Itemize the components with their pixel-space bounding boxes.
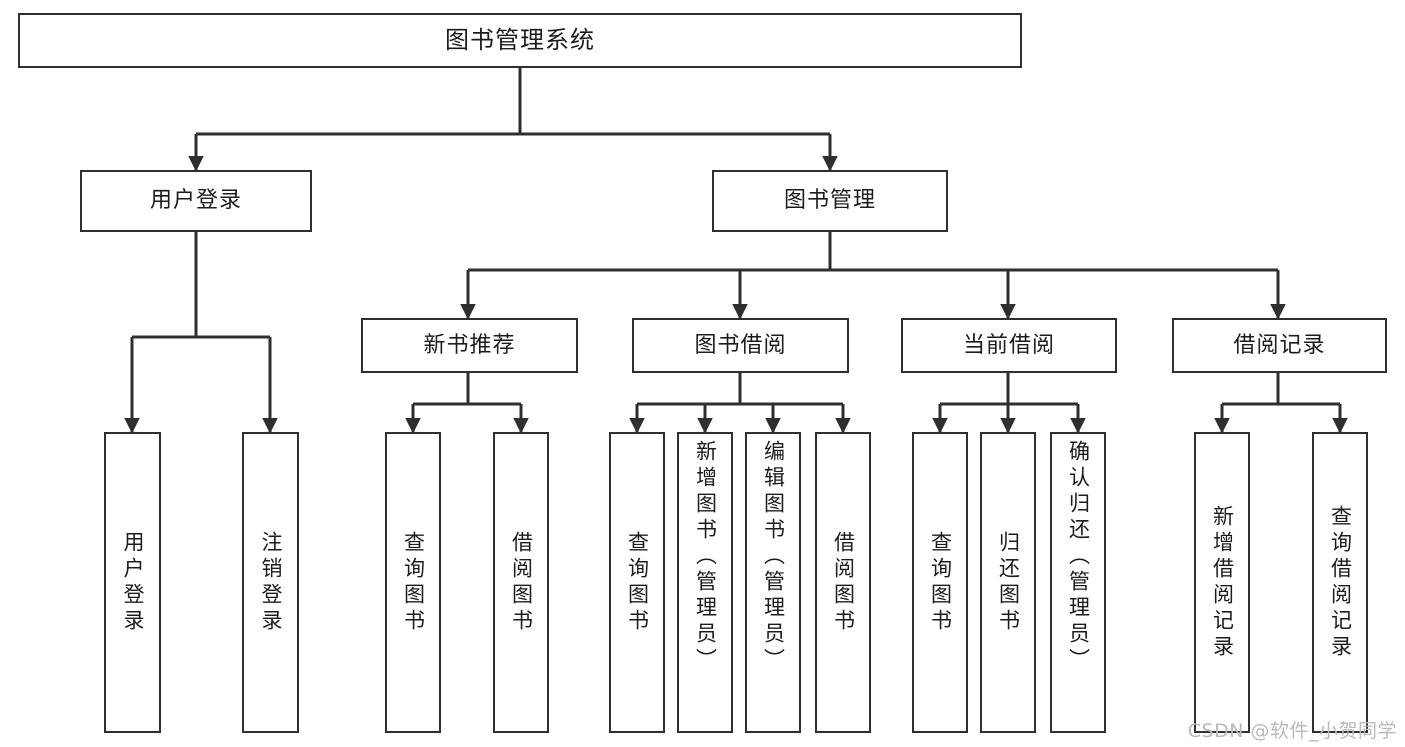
node-leaf-borrow-lend-label: 借阅图书 <box>831 530 856 635</box>
node-leaf-borrow-edit[interactable]: 编辑图书（管理员） <box>745 432 801 733</box>
watermark: CSDN @软件_小贺同学 <box>1187 720 1397 742</box>
node-leaf-borrow-add-label: 新增图书（管理员） <box>693 440 718 674</box>
node-root[interactable]: 图书管理系统 <box>18 13 1022 68</box>
node-leaf-record-query[interactable]: 查询借阅记录 <box>1312 432 1368 733</box>
node-leaf-borrow-edit-label: 编辑图书（管理员） <box>761 440 786 674</box>
node-leaf-rec-borrow-label: 借阅图书 <box>509 530 534 635</box>
node-leaf-borrow-lend[interactable]: 借阅图书 <box>815 432 871 733</box>
node-leaf-record-query-label: 查询借阅记录 <box>1328 504 1353 661</box>
node-new-book-rec-label: 新书推荐 <box>423 332 516 358</box>
node-borrow-record-label: 借阅记录 <box>1233 332 1326 358</box>
node-book-manage[interactable]: 图书管理 <box>712 170 948 232</box>
node-user-login-label: 用户登录 <box>149 188 242 214</box>
node-leaf-current-query-label: 查询图书 <box>928 530 953 635</box>
node-leaf-rec-query-label: 查询图书 <box>401 530 426 635</box>
node-leaf-current-return[interactable]: 归还图书 <box>980 432 1036 733</box>
node-leaf-current-confirm-label: 确认归还（管理员） <box>1066 440 1091 674</box>
node-leaf-record-add-label: 新增借阅记录 <box>1210 504 1235 661</box>
node-leaf-user-login-label: 用户登录 <box>121 530 145 635</box>
node-leaf-current-confirm[interactable]: 确认归还（管理员） <box>1050 432 1106 733</box>
node-root-label: 图书管理系统 <box>445 25 595 54</box>
node-leaf-rec-query[interactable]: 查询图书 <box>385 432 441 733</box>
node-leaf-borrow-query-label: 查询图书 <box>625 530 650 635</box>
node-leaf-user-logout[interactable]: 注销登录 <box>242 432 299 733</box>
node-leaf-current-query[interactable]: 查询图书 <box>912 432 968 733</box>
node-leaf-record-add[interactable]: 新增借阅记录 <box>1194 432 1250 733</box>
node-leaf-current-return-label: 归还图书 <box>996 530 1021 635</box>
node-leaf-rec-borrow[interactable]: 借阅图书 <box>493 432 549 733</box>
node-user-login[interactable]: 用户登录 <box>80 170 312 232</box>
node-leaf-user-logout-label: 注销登录 <box>259 530 283 635</box>
node-current-borrow[interactable]: 当前借阅 <box>901 318 1117 373</box>
node-new-book-rec[interactable]: 新书推荐 <box>361 318 578 373</box>
node-book-borrow[interactable]: 图书借阅 <box>632 318 849 373</box>
node-book-borrow-label: 图书借阅 <box>694 332 787 358</box>
node-current-borrow-label: 当前借阅 <box>962 332 1055 358</box>
node-leaf-borrow-add[interactable]: 新增图书（管理员） <box>677 432 733 733</box>
node-leaf-borrow-query[interactable]: 查询图书 <box>609 432 665 733</box>
node-leaf-user-login[interactable]: 用户登录 <box>104 432 161 733</box>
node-book-manage-label: 图书管理 <box>783 188 876 214</box>
node-borrow-record[interactable]: 借阅记录 <box>1172 318 1387 373</box>
